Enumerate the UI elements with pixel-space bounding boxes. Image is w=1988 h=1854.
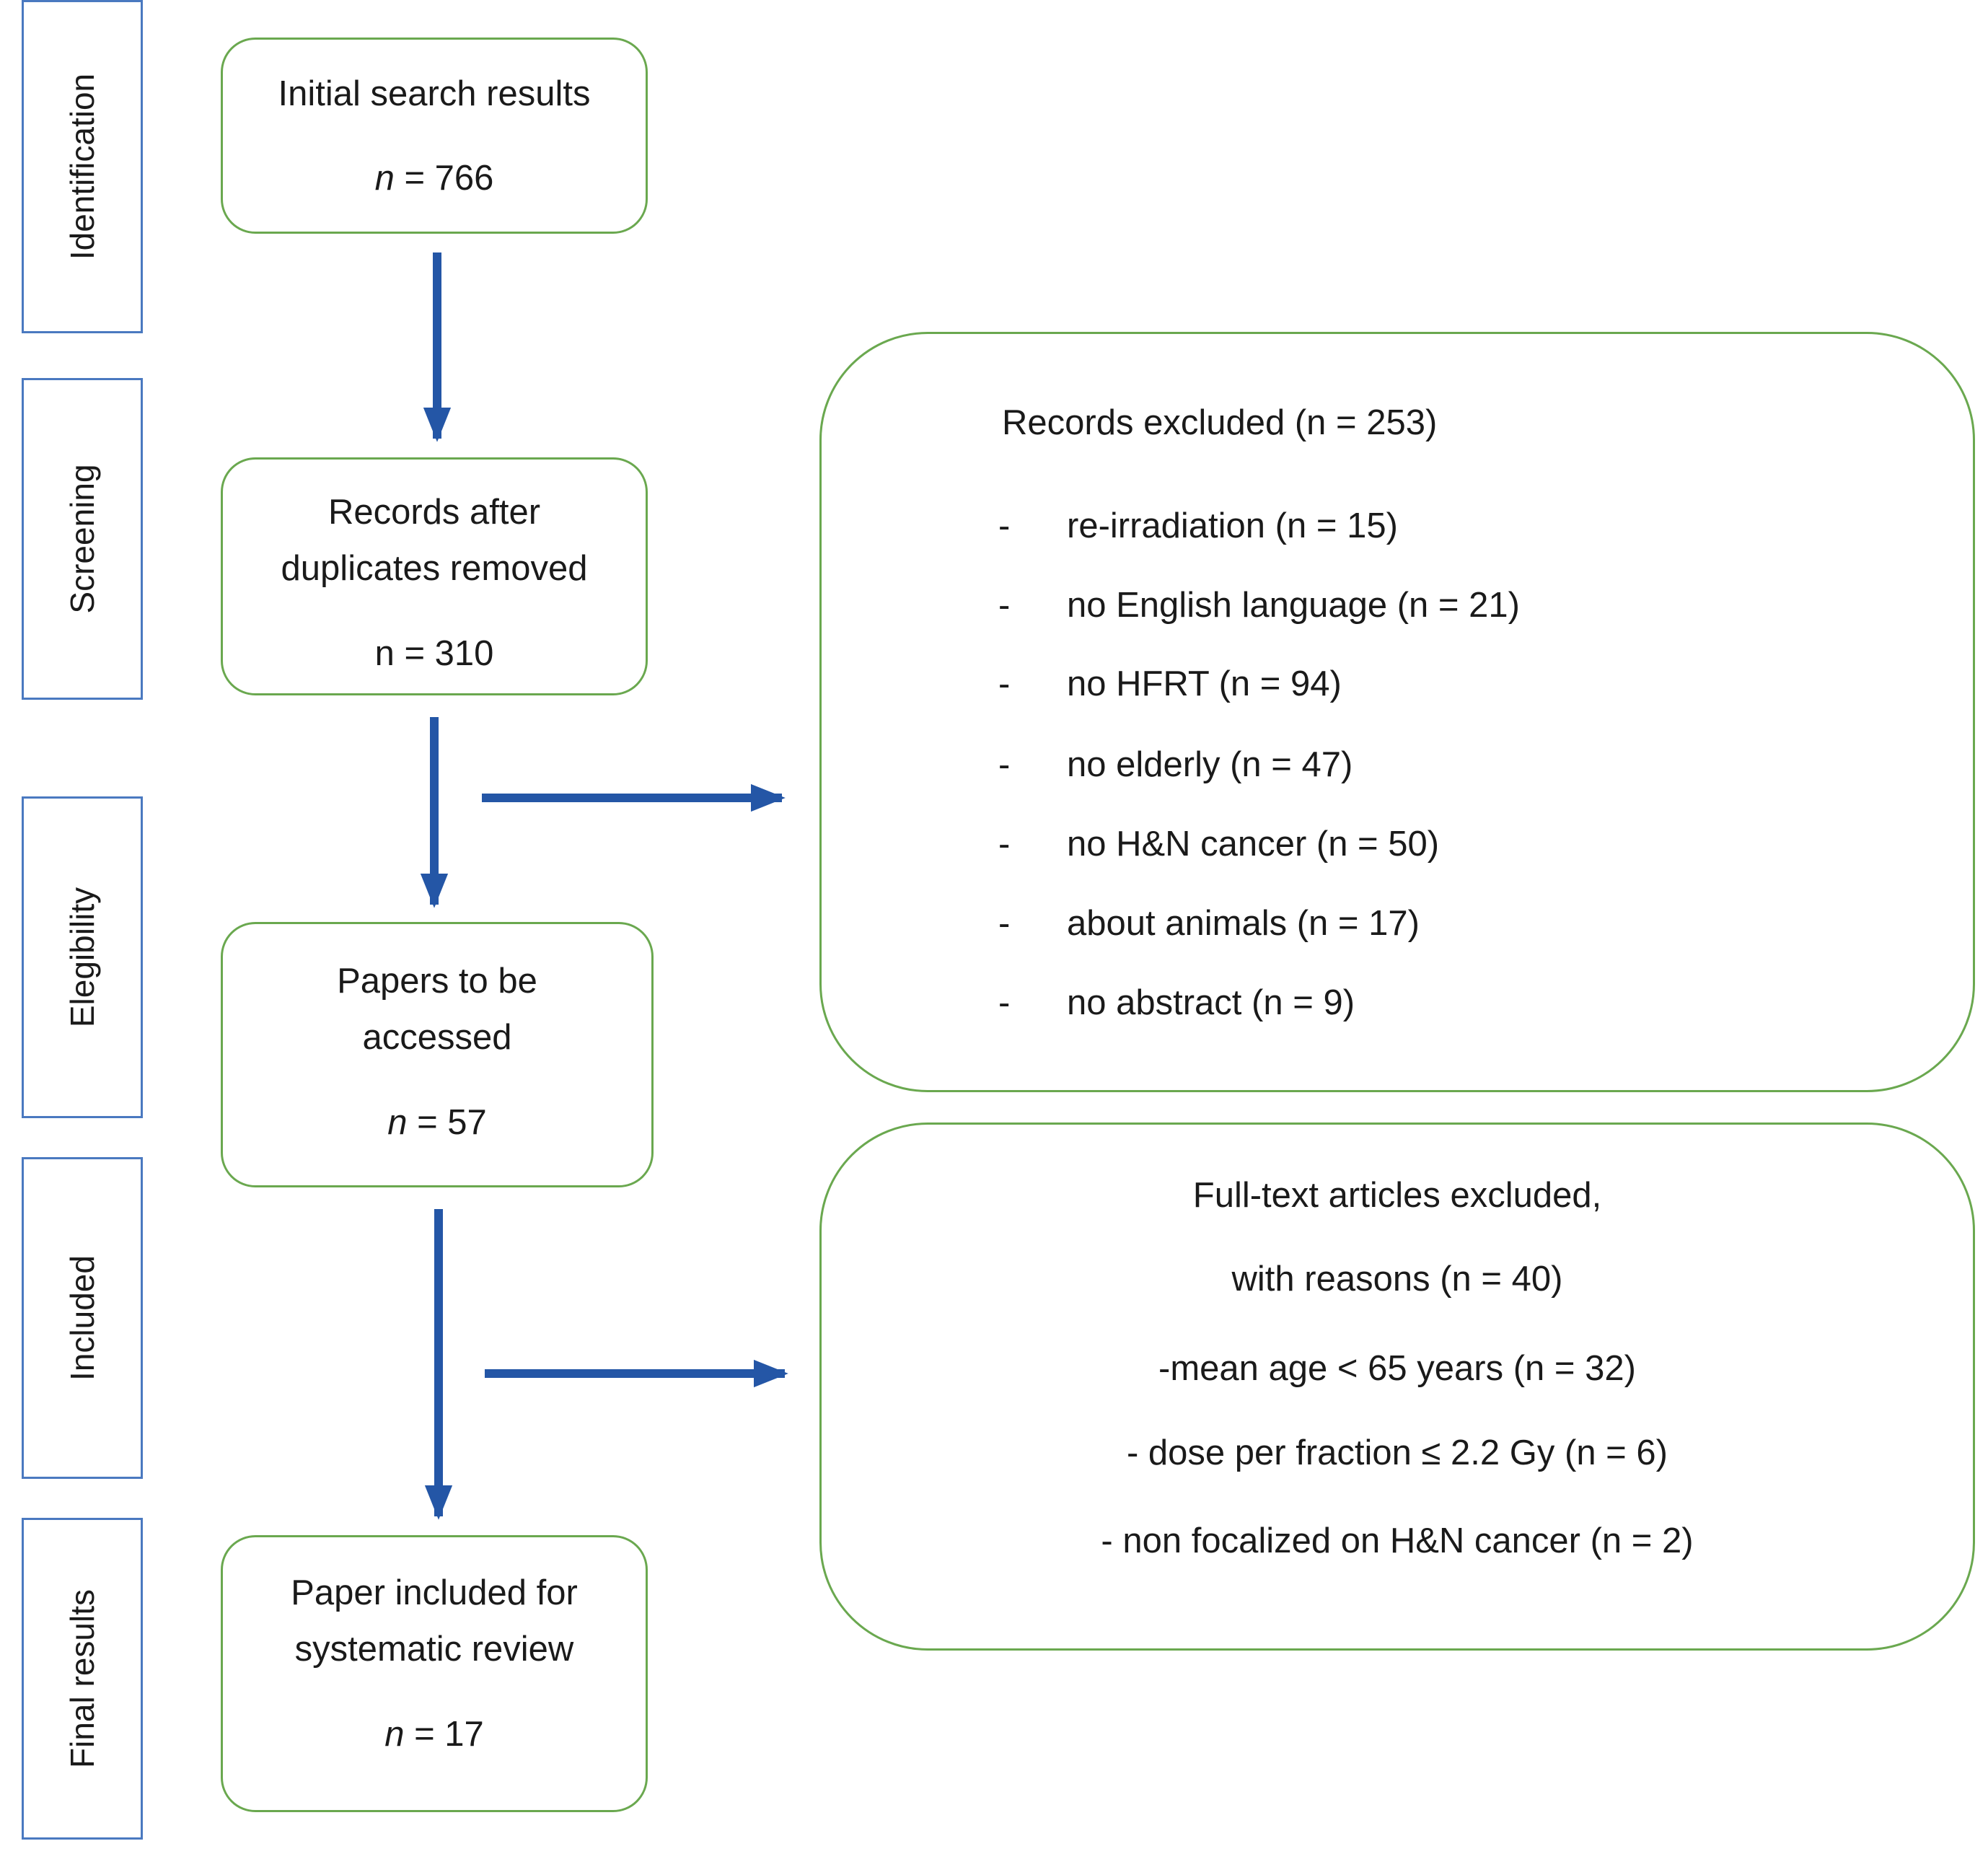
box-papers-to-be-accessed-count: n = 57	[387, 1103, 487, 1142]
exclusion-item: - no HFRT (n = 94)	[998, 664, 1342, 703]
exclusion-item: - no H&N cancer (n = 50)	[998, 825, 1440, 864]
exclusion-item: - no abstract (n = 9)	[998, 983, 1355, 1022]
stage-eligibility: Elegibility	[22, 796, 143, 1118]
box-records-after-duplicates: Records after duplicates removed n = 310	[221, 457, 648, 695]
exclusion-item-text: no HFRT (n = 94)	[1067, 664, 1342, 703]
box-paper-included-line1: Paper included for	[291, 1573, 578, 1612]
exclusion-item-text: no English language (n = 21)	[1067, 586, 1520, 625]
records-excluded-box: Records excluded (n = 253) - re-irradiat…	[819, 332, 1975, 1092]
box-papers-to-be-accessed: Papers to be accessed n = 57	[221, 922, 654, 1187]
fulltext-excluded-reason: - dose per fraction ≤ 2.2 Gy (n = 6)	[1127, 1433, 1668, 1472]
box-papers-to-be-accessed-line2: accessed	[362, 1018, 512, 1057]
stage-screening: Screening	[22, 378, 143, 700]
fulltext-excluded-box: Full-text articles excluded, with reason…	[819, 1122, 1975, 1651]
exclusion-item: - re-irradiation (n = 15)	[998, 506, 1398, 545]
box-paper-included-line2: systematic review	[294, 1630, 574, 1669]
exclusion-item-text: about animals (n = 17)	[1067, 904, 1420, 943]
box-initial-search-count: n = 766	[374, 159, 494, 198]
box-records-after-duplicates-count: n = 310	[374, 634, 494, 673]
exclusion-item: - no English language (n = 21)	[998, 586, 1520, 625]
stage-final-results: Final results	[22, 1518, 143, 1840]
exclusion-item-text: no H&N cancer (n = 50)	[1067, 825, 1440, 864]
exclusion-item: - no elderly (n = 47)	[998, 745, 1353, 784]
box-paper-included: Paper included for systematic review n =…	[221, 1535, 648, 1812]
exclusion-item-text: re-irradiation (n = 15)	[1067, 506, 1398, 545]
box-records-after-duplicates-line1: Records after	[327, 493, 541, 532]
exclusion-item-text: no abstract (n = 9)	[1067, 983, 1355, 1022]
stage-identification: Identification	[22, 0, 143, 333]
fulltext-excluded-subheading: with reasons (n = 40)	[1231, 1260, 1563, 1299]
records-excluded-heading: Records excluded (n = 253)	[1002, 403, 1438, 442]
box-records-after-duplicates-line2: duplicates removed	[281, 549, 588, 588]
exclusion-item: - about animals (n = 17)	[998, 904, 1420, 943]
fulltext-excluded-reason: -mean age < 65 years (n = 32)	[1158, 1349, 1636, 1388]
box-initial-search-title: Initial search results	[278, 74, 591, 113]
exclusion-item-text: no elderly (n = 47)	[1067, 745, 1353, 784]
stage-included: Included	[22, 1157, 143, 1479]
fulltext-excluded-heading: Full-text articles excluded,	[1192, 1176, 1602, 1215]
fulltext-excluded-reason: - non focalized on H&N cancer (n = 2)	[1101, 1521, 1694, 1560]
box-initial-search: Initial search results n = 766	[221, 38, 648, 234]
box-papers-to-be-accessed-line1: Papers to be	[337, 962, 537, 1001]
box-paper-included-count: n = 17	[384, 1715, 484, 1754]
